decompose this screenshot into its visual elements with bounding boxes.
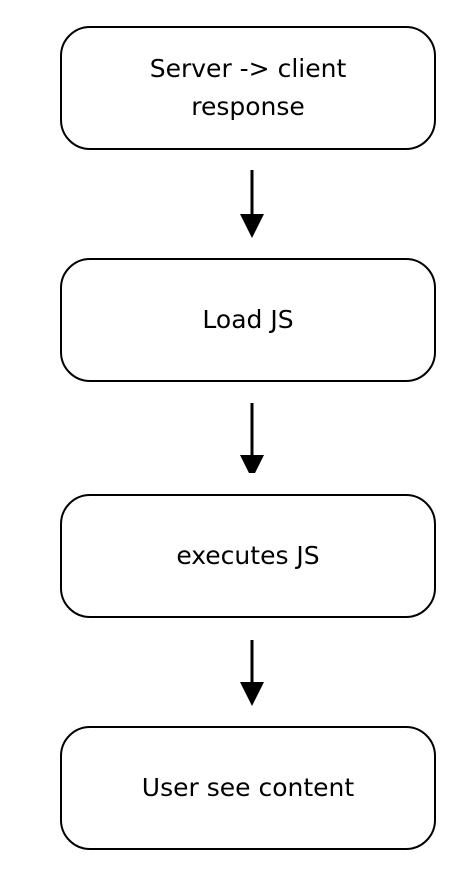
down-arrow-icon bbox=[240, 403, 264, 473]
flow-step-label: Load JS bbox=[202, 305, 294, 334]
flow-step-server-response: Server -> client response bbox=[60, 26, 436, 150]
flow-step-user-sees-content: User see content bbox=[60, 726, 436, 850]
down-arrow-icon bbox=[240, 170, 264, 238]
flow-step-label: User see content bbox=[141, 773, 355, 802]
flow-step-load-js: Load JS bbox=[60, 258, 436, 382]
flow-step-label: Server -> client response bbox=[149, 54, 347, 121]
flow-step-executes-js: executes JS bbox=[60, 494, 436, 618]
down-arrow-icon bbox=[240, 640, 264, 706]
flow-step-label: executes JS bbox=[176, 541, 320, 570]
